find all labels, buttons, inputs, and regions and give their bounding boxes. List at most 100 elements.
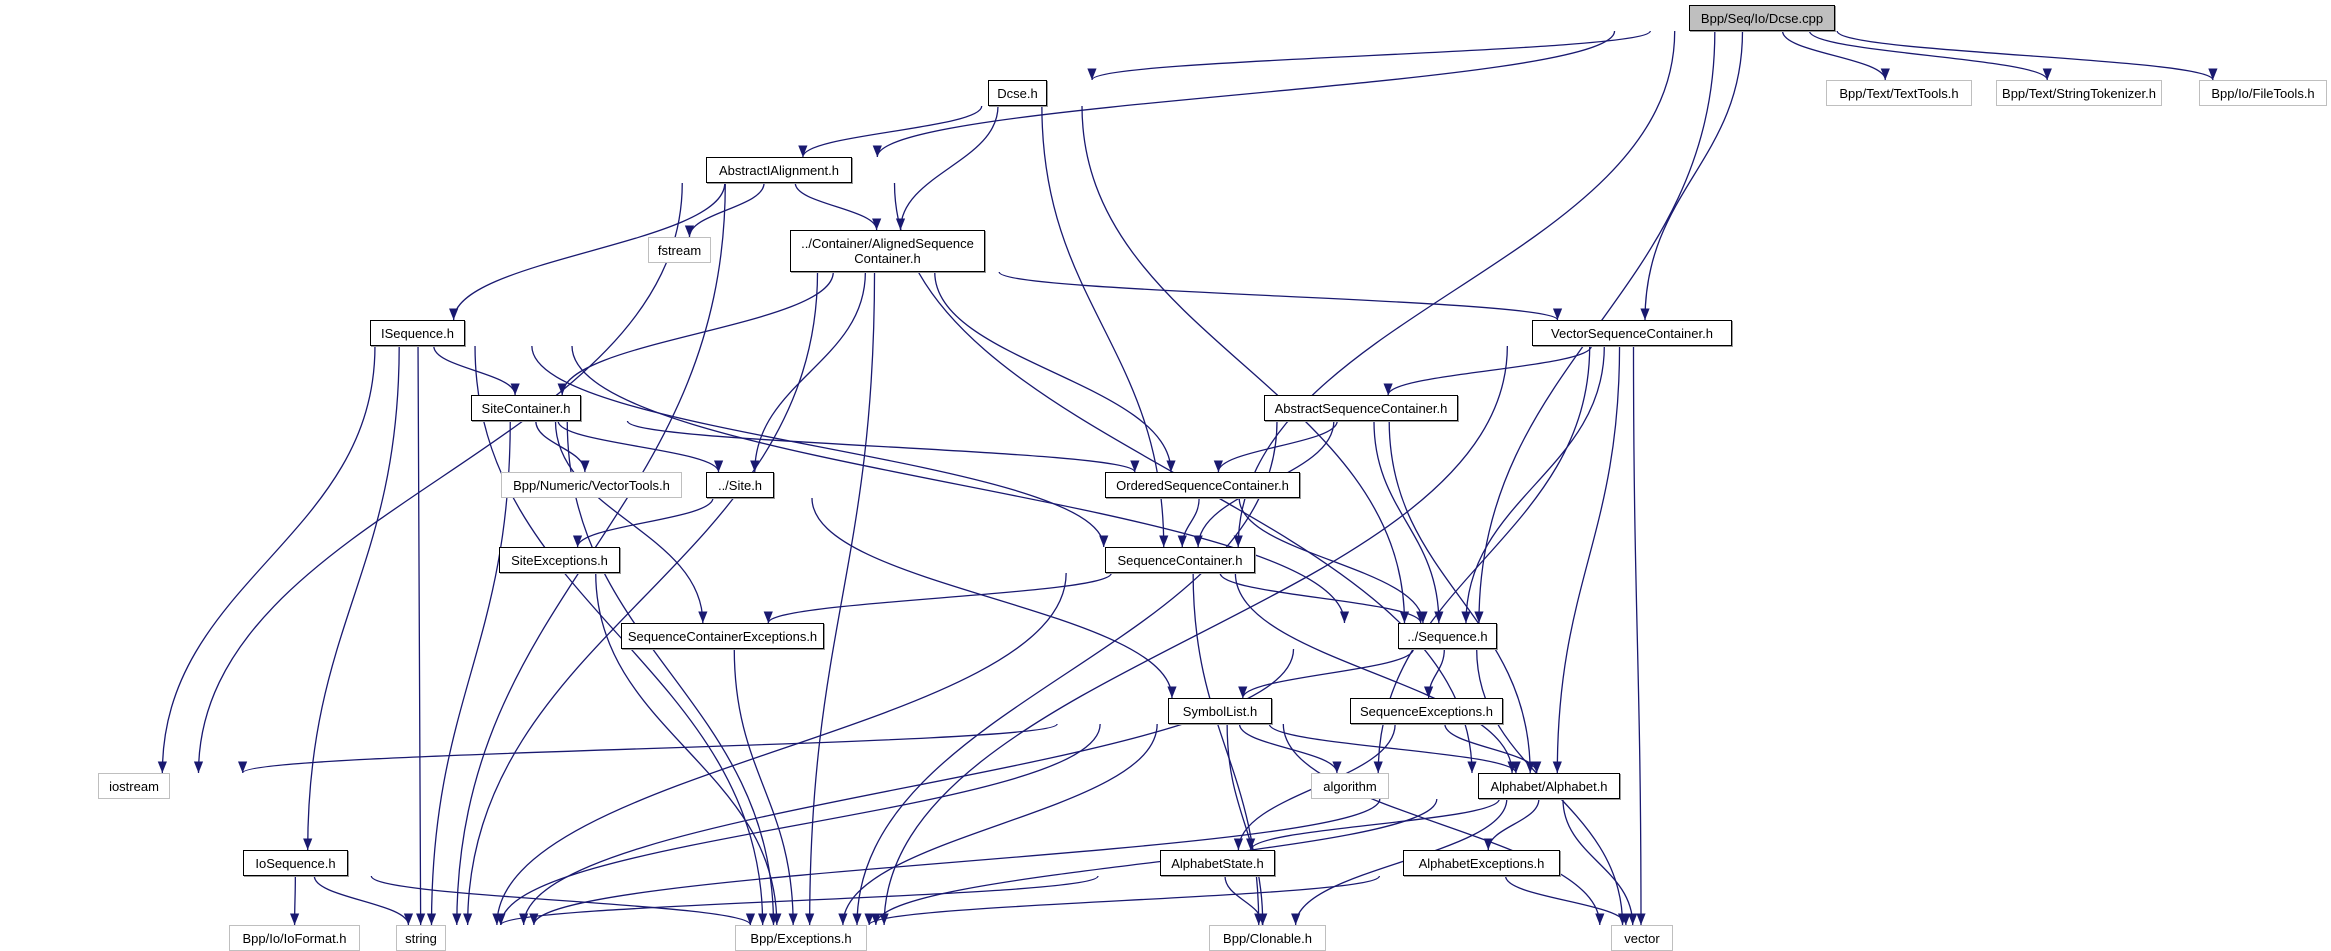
- edge-seqcontainer-to-string: [492, 572, 1067, 926]
- edge-seqcontainer-to-seqcontainerexceptions: [763, 572, 1113, 624]
- edge-sitecontainer-to-site: [557, 420, 724, 473]
- node-alphabetstate-h[interactable]: AlphabetState.h: [1160, 850, 1275, 876]
- node-alignedsequencecontainer-h[interactable]: ../Container/AlignedSequence Container.h: [790, 230, 985, 272]
- node-exceptions-h: Bpp/Exceptions.h: [735, 925, 867, 951]
- edge-vectorseqcontainer-to-sequence: [1461, 345, 1605, 624]
- edge-dcse_cpp-to-dcse_h: [1087, 30, 1651, 81]
- edge-seqcontainer-to-alphabet: [1234, 572, 1517, 774]
- edge-isequence-to-iostream: [157, 345, 376, 774]
- edge-alignedseqcontainer-to-vectorseqcontainer: [998, 271, 1562, 321]
- edge-alignedseqcontainer-to-orderedseqcontainer: [934, 271, 1176, 473]
- edge-alphabet-to-alphabetstate: [1246, 798, 1500, 851]
- edge-site-to-symbollist: [811, 497, 1177, 699]
- edge-dcse_h-to-sequence: [1081, 105, 1410, 624]
- node-sequencecontainer-h[interactable]: SequenceContainer.h: [1105, 547, 1255, 573]
- edge-alphabet-to-vector: [1562, 798, 1638, 926]
- node-algorithm: algorithm: [1311, 773, 1389, 799]
- node-fstream: fstream: [648, 237, 711, 263]
- edge-symbollist-to-iostream: [238, 723, 1058, 774]
- edge-isequence-to-exceptions: [474, 345, 768, 926]
- edge-siteexceptions-to-exceptions: [595, 572, 782, 926]
- edge-symbollist-to-algorithm: [1238, 723, 1342, 774]
- edge-abstractseqcontainer-to-sequence: [1373, 420, 1444, 624]
- edge-seqcontainerexceptions-to-exceptions: [733, 648, 798, 926]
- node-dcse-cpp: Bpp/Seq/Io/Dcse.cpp: [1689, 5, 1835, 31]
- edge-alphabetexceptions-to-vector: [1504, 875, 1631, 926]
- node-sequencecontainerexceptions-h[interactable]: SequenceContainerExceptions.h: [621, 623, 824, 649]
- edge-alphabetstate-to-clonable: [1224, 875, 1268, 926]
- edge-isequence-to-seqcontainer: [531, 345, 1109, 548]
- edge-vectorseqcontainer-to-exceptions: [879, 345, 1508, 926]
- edge-vectorseqcontainer-to-abstractseqcontainer: [1383, 345, 1592, 396]
- node-orderedsequencecontainer-h[interactable]: OrderedSequenceContainer.h: [1105, 472, 1300, 498]
- edge-symbollist-to-string: [496, 723, 1101, 926]
- edge-vectorseqcontainer-to-alphabet: [1552, 345, 1621, 774]
- edge-dcse_cpp-to-vectorseqcontainer: [1640, 30, 1744, 321]
- edge-isequence-to-sequence: [571, 345, 1350, 624]
- edge-symbollist-to-vector: [1282, 723, 1605, 926]
- edge-alphabetstate-to-string: [496, 875, 1099, 926]
- node-sequence-h[interactable]: ../Sequence.h: [1398, 623, 1497, 649]
- edge-abstractialignment-to-fstream: [684, 182, 765, 238]
- edge-sitecontainer-to-orderedseqcontainer: [626, 420, 1140, 473]
- edge-abstractseqcontainer-to-orderedseqcontainer: [1213, 420, 1338, 473]
- edge-symbollist-to-alphabet: [1268, 723, 1521, 774]
- node-siteexceptions-h[interactable]: SiteExceptions.h: [499, 547, 620, 573]
- edge-sequence-to-string: [519, 648, 1295, 926]
- edge-abstractseqcontainer-to-exceptions: [852, 420, 1278, 926]
- node-site-h[interactable]: ../Site.h: [706, 472, 774, 498]
- edge-dcse_cpp-to-stringtokenizer: [1808, 30, 2052, 81]
- node-iosequence-h[interactable]: IoSequence.h: [243, 850, 348, 876]
- edge-alphabet-to-clonable: [1291, 798, 1508, 926]
- edge-dcse_h-to-abstractialignment: [798, 105, 983, 158]
- node-symbollist-h[interactable]: SymbolList.h: [1168, 698, 1272, 724]
- node-iostream: iostream: [98, 773, 170, 799]
- node-dcse-h[interactable]: Dcse.h: [988, 80, 1047, 106]
- node-sequenceexceptions-h[interactable]: SequenceExceptions.h: [1350, 698, 1503, 724]
- edge-isequence-to-sitecontainer: [433, 345, 520, 396]
- edge-seqcontainer-to-sequence: [1219, 572, 1426, 624]
- edge-sitecontainer-to-string: [426, 420, 511, 926]
- node-sitecontainer-h[interactable]: SiteContainer.h: [471, 395, 581, 421]
- edge-iosequence-to-exceptions: [370, 875, 755, 926]
- node-abstractialignment-h[interactable]: AbstractIAlignment.h: [706, 157, 852, 183]
- node-isequence-h[interactable]: ISequence.h: [370, 320, 465, 346]
- edge-symbollist-to-clonable: [1226, 723, 1268, 926]
- edge-orderedseqcontainer-to-sequence: [1238, 497, 1428, 624]
- node-clonable-h: Bpp/Clonable.h: [1209, 925, 1326, 951]
- edge-dcse_h-to-alignedseqcontainer: [895, 105, 999, 231]
- edge-alignedseqcontainer-to-exceptions: [804, 271, 876, 926]
- edge-alphabet-to-string: [529, 798, 1381, 926]
- node-vectortools-h: Bpp/Numeric/VectorTools.h: [501, 472, 682, 498]
- edge-alphabet-to-alphabetexceptions: [1483, 798, 1540, 851]
- node-filetools-h: Bpp/Io/FileTools.h: [2199, 80, 2327, 106]
- edge-abstractseqcontainer-to-alphabet: [1388, 420, 1535, 774]
- edge-alphabetexceptions-to-exceptions: [864, 875, 1381, 926]
- node-alphabet-h[interactable]: Alphabet/Alphabet.h: [1478, 773, 1620, 799]
- edge-abstractialignment-to-iostream: [193, 182, 683, 774]
- edge-dcse_cpp-to-filetools: [1836, 30, 2218, 81]
- edge-alignedseqcontainer-to-site: [750, 271, 867, 473]
- edge-site-to-siteexceptions: [572, 497, 714, 548]
- edge-dcse_cpp-to-texttools: [1781, 30, 1890, 81]
- edge-seqexceptions-to-alphabet: [1444, 723, 1542, 774]
- edge-dcse_cpp-to-abstractialignment: [872, 30, 1616, 158]
- node-string: string: [396, 925, 446, 951]
- edge-alignedseqcontainer-to-sitecontainer: [557, 271, 834, 396]
- edge-sequence-to-seqexceptions: [1423, 648, 1445, 699]
- edge-orderedseqcontainer-to-seqcontainer: [1177, 497, 1200, 548]
- node-stringtokenizer-h: Bpp/Text/StringTokenizer.h: [1996, 80, 2162, 106]
- node-ioformat-h: Bpp/Io/IoFormat.h: [229, 925, 360, 951]
- edge-alignedseqcontainer-to-string: [462, 271, 819, 926]
- edge-sitecontainer-to-seqcontainerexceptions: [554, 420, 708, 624]
- node-texttools-h: Bpp/Text/TextTools.h: [1826, 80, 1972, 106]
- node-vectorsequencecontainer-h[interactable]: VectorSequenceContainer.h: [1532, 320, 1732, 346]
- node-abstractsequencecontainer-h[interactable]: AbstractSequenceContainer.h: [1264, 395, 1458, 421]
- edge-vectorseqcontainer-to-vector: [1632, 345, 1646, 926]
- edge-iosequence-to-ioformat: [289, 875, 300, 926]
- edge-iosequence-to-string: [313, 875, 414, 926]
- edge-symbollist-to-exceptions: [838, 723, 1158, 926]
- edge-isequence-to-iosequence: [303, 345, 400, 851]
- edge-abstractialignment-to-isequence: [449, 182, 726, 321]
- node-alphabetexceptions-h[interactable]: AlphabetExceptions.h: [1403, 850, 1560, 876]
